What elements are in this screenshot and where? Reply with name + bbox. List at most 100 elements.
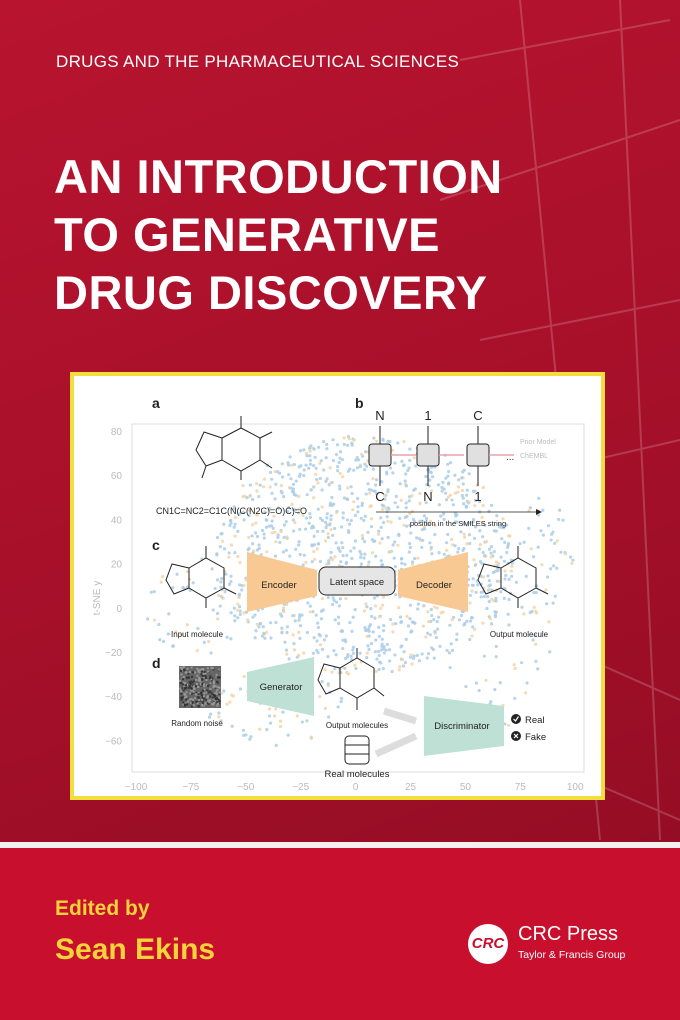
scatter-point	[426, 522, 430, 527]
scatter-point	[237, 595, 241, 599]
scatter-point	[437, 503, 441, 507]
scatter-point	[229, 611, 233, 615]
scatter-point	[473, 504, 477, 508]
scatter-point	[426, 652, 431, 656]
scatter-point	[352, 438, 356, 442]
scatter-point	[510, 574, 514, 579]
scatter-point	[478, 500, 482, 504]
decoder-label: Decoder	[416, 580, 452, 591]
scatter-point	[274, 540, 278, 544]
scatter-point	[430, 552, 434, 556]
scatter-point	[301, 563, 305, 567]
scatter-point	[215, 578, 220, 582]
scatter-point	[257, 494, 261, 499]
scatter-point	[174, 630, 178, 634]
scatter-point	[415, 653, 419, 657]
scatter-point	[418, 491, 422, 496]
generator-shape	[247, 657, 314, 716]
scatter-point	[354, 458, 358, 462]
scatter-point	[287, 506, 291, 510]
scatter-point	[464, 493, 469, 497]
scatter-point	[396, 505, 400, 509]
scatter-point	[340, 458, 344, 462]
scatter-point	[385, 515, 389, 519]
scatter-point	[481, 521, 485, 525]
scatter-point	[269, 636, 273, 640]
scatter-point	[407, 499, 411, 503]
scatter-point	[171, 644, 175, 648]
scatter-point	[421, 538, 425, 543]
scatter-point	[351, 645, 356, 649]
scatter-point	[408, 447, 412, 451]
scatter-point	[465, 619, 469, 623]
scatter-point	[238, 583, 242, 587]
scatter-point	[369, 524, 374, 529]
scatter-point	[522, 612, 526, 616]
scatter-point	[325, 477, 329, 481]
scatter-point	[402, 650, 406, 654]
scatter-point	[296, 511, 301, 515]
scatter-point	[292, 490, 296, 494]
scatter-point	[336, 469, 340, 473]
scatter-point	[374, 638, 378, 642]
scatter-point	[371, 630, 375, 634]
rnn-output-token: 1	[424, 408, 431, 423]
scatter-point	[217, 715, 221, 719]
scatter-point	[218, 604, 222, 608]
scatter-point	[494, 529, 498, 533]
scatter-point	[387, 659, 392, 663]
scatter-point	[291, 614, 295, 618]
scatter-point	[482, 594, 487, 599]
scatter-point	[185, 570, 190, 574]
scatter-point	[341, 475, 345, 479]
scatter-point	[430, 613, 434, 618]
scatter-point	[437, 615, 441, 619]
scatter-point	[359, 555, 363, 560]
scatter-point	[342, 436, 346, 440]
scatter-point	[241, 483, 245, 488]
scatter-point	[288, 455, 292, 459]
scatter-point	[375, 492, 379, 496]
scatter-point	[380, 563, 385, 567]
scatter-point	[152, 618, 156, 622]
scatter-point	[409, 531, 413, 535]
rnn-cell	[416, 443, 440, 467]
scatter-point	[314, 472, 318, 476]
scatter-point	[365, 656, 369, 660]
scatter-point	[316, 651, 320, 655]
scatter-point	[471, 517, 476, 522]
scatter-point	[318, 476, 322, 481]
scatter-point	[350, 491, 354, 496]
scatter-point	[452, 615, 456, 619]
scatter-point	[498, 681, 502, 685]
scatter-point	[337, 547, 341, 551]
scatter-point	[380, 537, 384, 541]
scatter-point	[363, 514, 367, 518]
scatter-point	[434, 635, 439, 640]
output-molecule-label: Output molecule	[490, 630, 549, 639]
scatter-point	[351, 651, 356, 655]
scatter-point	[471, 625, 475, 629]
scatter-point	[403, 562, 407, 566]
scatter-point	[383, 497, 387, 501]
scatter-point	[263, 510, 267, 514]
scatter-point	[219, 580, 223, 584]
latent-space-box	[318, 566, 396, 596]
scatter-point	[545, 602, 549, 606]
scatter-point	[381, 628, 386, 633]
scatter-point	[312, 485, 316, 489]
scatter-point	[422, 604, 426, 608]
scatter-point	[294, 479, 298, 483]
scatter-point	[412, 620, 416, 625]
scatter-point	[340, 629, 344, 633]
scatter-point	[522, 540, 526, 544]
scatter-point	[362, 556, 366, 560]
scatter-point	[314, 466, 318, 470]
scatter-point	[400, 556, 404, 561]
title-line: TO GENERATIVE	[54, 208, 441, 261]
scatter-point	[270, 491, 274, 495]
scatter-point	[229, 543, 234, 547]
scatter-point	[382, 651, 386, 655]
scatter-point	[352, 546, 356, 550]
scatter-point	[242, 674, 246, 679]
